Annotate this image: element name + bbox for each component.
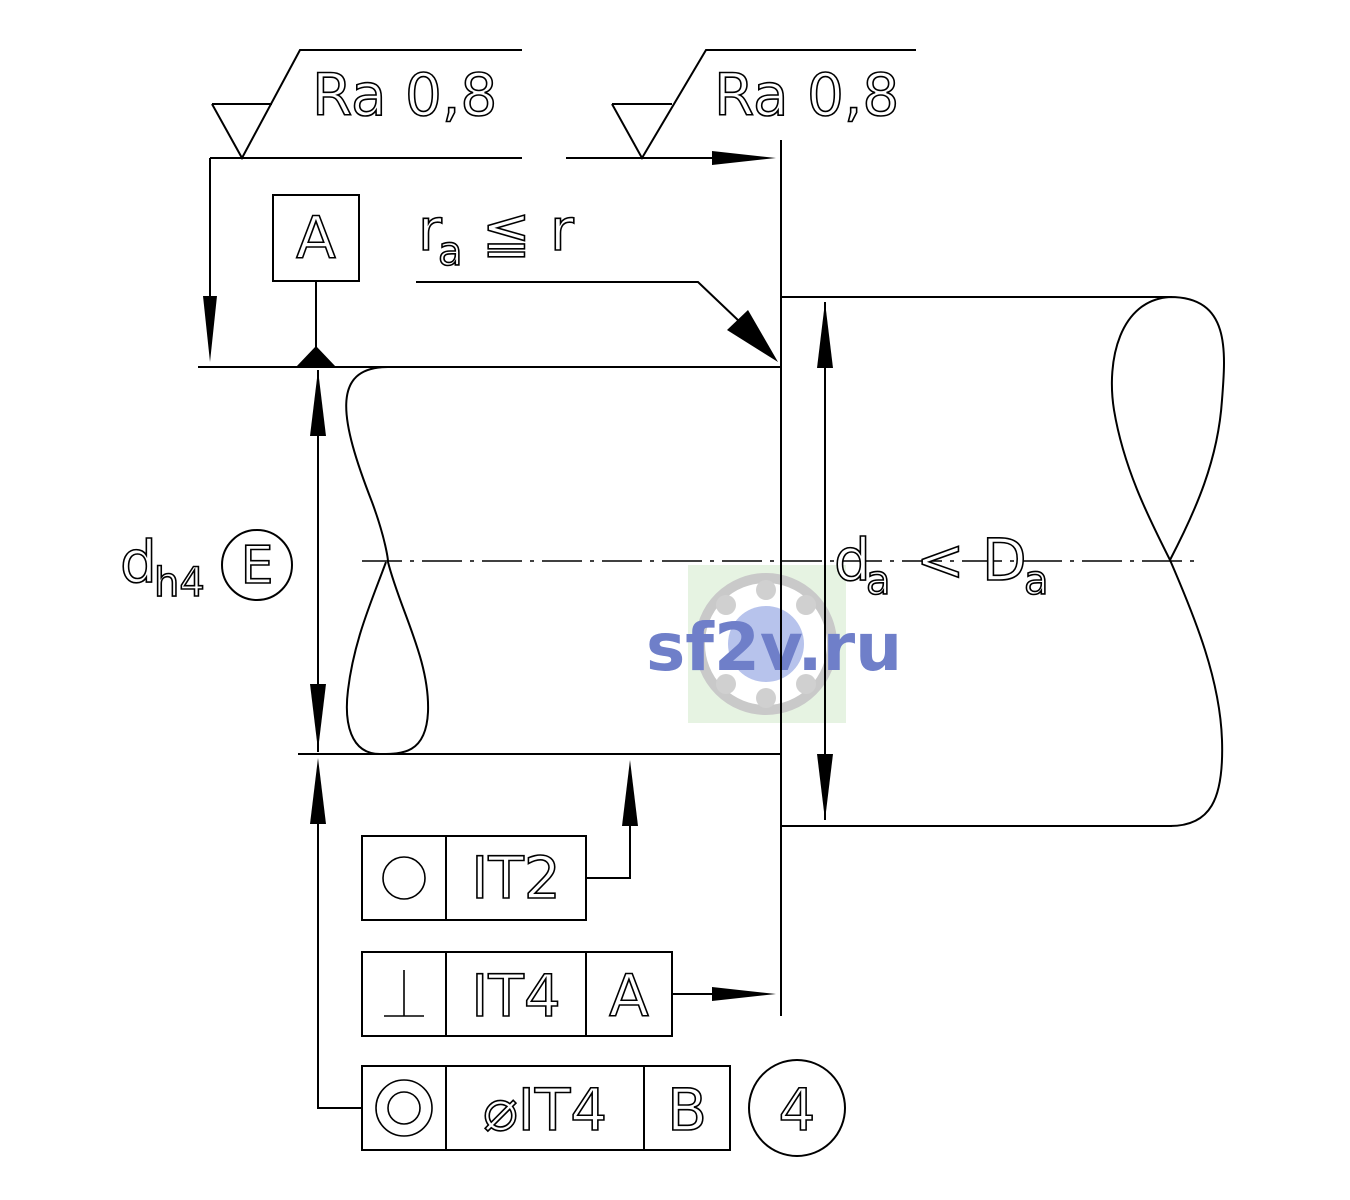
abutment-dim-D: D <box>982 526 1027 594</box>
surface-finish-right <box>611 49 916 161</box>
perpendicularity-datum: A <box>609 962 649 1030</box>
watermark: sf2v.ru <box>646 565 902 723</box>
perpendicularity-value: IT4 <box>471 962 560 1030</box>
roundness-value: IT2 <box>471 844 560 912</box>
shaft-dim-arrow-up-icon <box>310 370 326 436</box>
abutment-dim-arrow-down-icon <box>817 754 833 820</box>
roundness-icon <box>382 856 426 900</box>
surface-finish-left-label: Ra 0,8 <box>312 61 497 129</box>
abutment-dim-d: d <box>834 526 871 594</box>
radius-relation: ≦ <box>482 198 531 266</box>
arrow-down-icon <box>203 296 217 362</box>
shaft-break-line <box>345 366 430 756</box>
concentricity-arrow-icon <box>310 758 326 824</box>
note-number: 4 <box>779 1076 816 1144</box>
tolerance-frame-concentricity: ⌀IT4 B 4 <box>310 758 846 1157</box>
envelope-circle <box>221 529 293 601</box>
surface-finish-left <box>211 49 522 161</box>
datum-letter: A <box>296 204 336 272</box>
arrow-right-icon <box>712 151 776 165</box>
radius-leader <box>416 281 741 323</box>
concentricity-datum: B <box>667 1076 707 1144</box>
abutment-dim-d-sub: a <box>866 558 891 604</box>
datum-triangle-icon <box>296 346 336 367</box>
tolerance-frame-roundness: IT2 <box>361 760 638 921</box>
radius-sub: a <box>438 229 463 275</box>
perpendicularity-icon <box>384 970 424 1017</box>
tolerance-frame-perpendicularity: IT4 A <box>361 951 776 1037</box>
abutment-break-lower <box>1169 559 1224 827</box>
shaft-dim-sub: h4 <box>154 560 205 606</box>
shaft-dim-d: d <box>120 528 157 596</box>
radius-r: r <box>418 196 442 264</box>
note-circle <box>748 1059 846 1157</box>
radius-arrow-icon <box>727 310 778 362</box>
abutment-dim-relation: < <box>916 526 965 594</box>
surface-finish-right-label: Ra 0,8 <box>714 61 899 129</box>
shaft-dim-arrow-down-icon <box>310 684 326 750</box>
abutment-dim-D-sub: a <box>1024 558 1049 604</box>
abutment-break-upper <box>1110 296 1225 563</box>
perpendicularity-arrow-icon <box>712 987 776 1001</box>
envelope-letter: E <box>241 536 274 596</box>
roundness-arrow-icon <box>622 760 638 826</box>
concentricity-icon <box>375 1079 433 1137</box>
radius-value: r <box>550 196 574 264</box>
watermark-text: sf2v.ru <box>646 609 902 686</box>
abutment-dim-arrow-up-icon <box>817 302 833 368</box>
concentricity-value: ⌀IT4 <box>483 1076 607 1144</box>
